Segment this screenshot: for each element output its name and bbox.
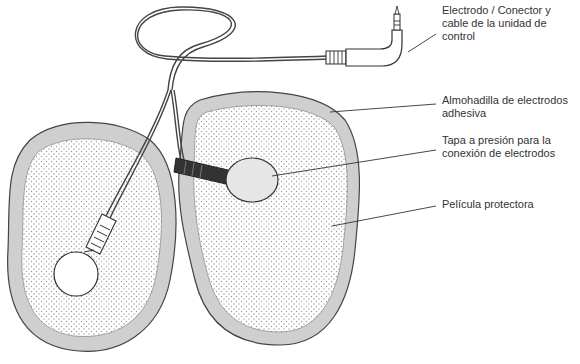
callout-label: Tapa a presión para la conexión de elect… (442, 134, 574, 160)
snap-cap (54, 252, 98, 296)
callout-label: Electrodo / Conector y cable de la unida… (442, 4, 574, 43)
cable-connector (86, 214, 116, 254)
adhesive-pad (194, 105, 348, 332)
callout-label: Almohadilla de electrodos adhesiva (442, 94, 574, 120)
jack-plug (326, 6, 402, 66)
cable-connector (174, 158, 228, 184)
adhesive-pad (22, 139, 162, 337)
cable (106, 7, 328, 218)
snap-cap (226, 158, 278, 202)
leader-line (272, 34, 436, 226)
snap-cap (84, 250, 94, 252)
protective-film (8, 122, 176, 351)
callout-label: Película protectora (442, 198, 574, 211)
protective-film (179, 92, 360, 345)
